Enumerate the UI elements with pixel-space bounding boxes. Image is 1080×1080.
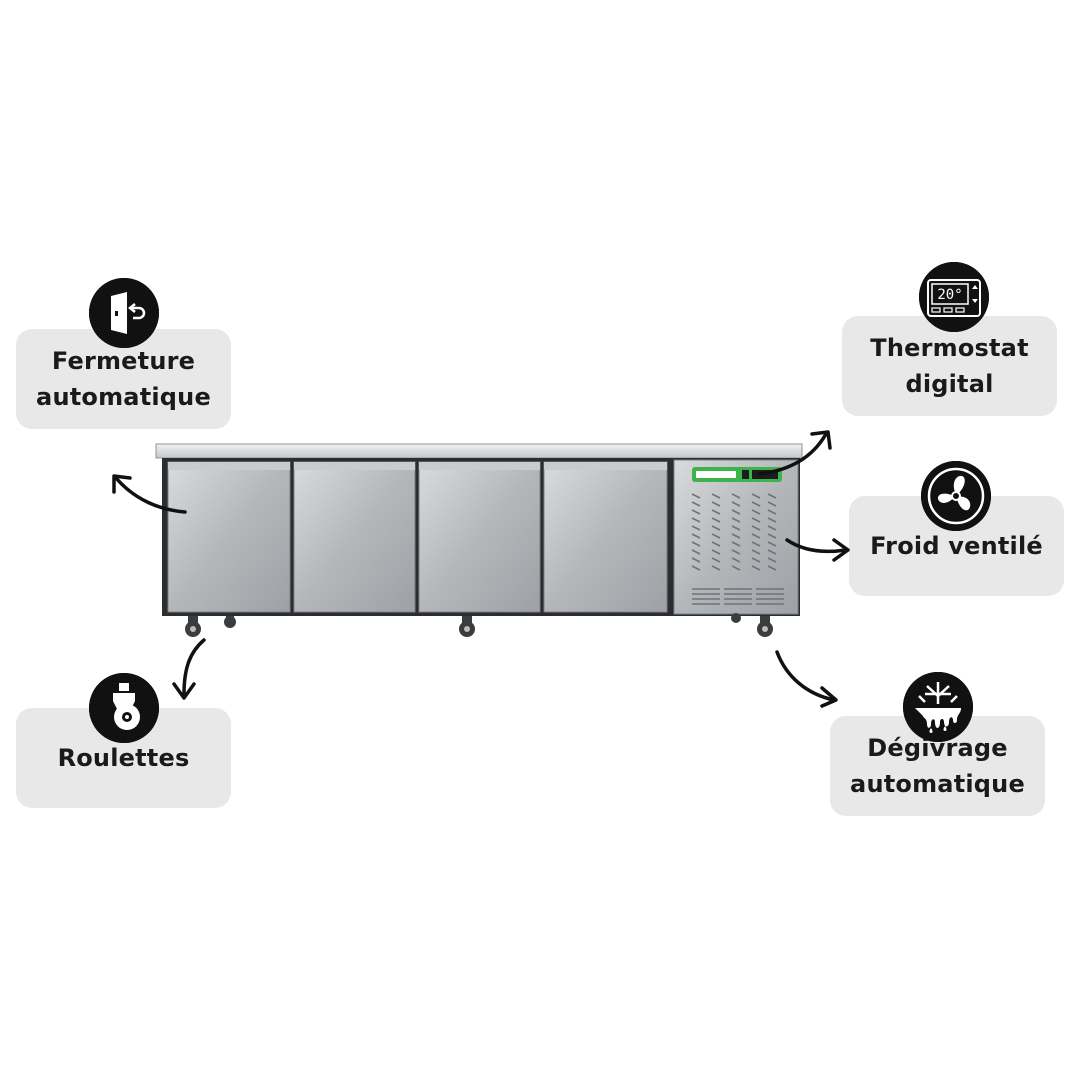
feature-card-degivrage: Dégivrage automatique xyxy=(830,716,1045,816)
feature-label-thermostat: Thermostat digital xyxy=(870,334,1029,398)
fan-icon xyxy=(921,461,991,531)
casters xyxy=(185,613,773,637)
door-panels xyxy=(167,461,668,613)
feature-card-froid: Froid ventilé xyxy=(849,496,1064,596)
feature-card-thermostat: Thermostat digital xyxy=(842,316,1057,416)
door-close-icon xyxy=(89,278,159,348)
defrost-icon xyxy=(903,672,973,742)
feature-label-roulettes: Roulettes xyxy=(57,744,190,772)
arrow-degivrage xyxy=(775,650,836,702)
thermostat-icon: 20° xyxy=(919,262,989,332)
caster-wheel-icon xyxy=(89,673,159,743)
ventilation-grille xyxy=(691,493,777,571)
refrigerated-counter-image xyxy=(155,443,803,637)
feature-label-froid: Froid ventilé xyxy=(870,532,1043,560)
feature-label-fermeture: Fermeture automatique xyxy=(36,347,211,411)
thermostat-display: 20° xyxy=(937,287,962,303)
